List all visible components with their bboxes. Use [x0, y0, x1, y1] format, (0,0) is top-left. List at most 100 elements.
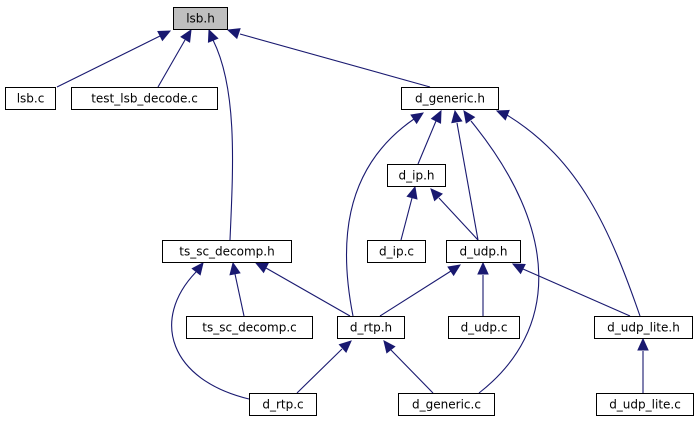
nodes-layer: lsb.h lsb.c test_lsb_decode.c d_generic.h d_…: [5, 7, 694, 416]
edge-d-rtp-c-to-d-rtp-h: [296, 340, 352, 394]
edge-line: [522, 268, 631, 317]
edge-line: [417, 120, 437, 165]
node-box[interactable]: [162, 240, 292, 263]
node-ts-sc-decomp-c[interactable]: ts_sc_decomp.c: [186, 316, 313, 339]
node-label: ts_sc_decomp.h: [179, 245, 274, 259]
edge-line: [234, 273, 245, 317]
node-d-rtp-h[interactable]: d_rtp.h: [337, 316, 405, 339]
node-label: d_rtp.c: [262, 398, 303, 412]
node-label: d_udp.h: [460, 245, 508, 259]
node-box[interactable]: [249, 393, 317, 416]
edge-ts-sc-decomp-h-to-lsb-h: [207, 28, 234, 241]
arrowhead: [511, 263, 526, 275]
edge-d-udp-lite-c-to-d-udp-lite-h: [637, 337, 649, 393]
arrowhead: [477, 261, 489, 275]
node-d-udp-lite-c[interactable]: d_udp_lite.c: [596, 393, 694, 416]
edge-d-udp-lite-h-to-d-udp-h: [511, 263, 631, 317]
node-box[interactable]: [398, 393, 495, 416]
node-label: d_udp_lite.h: [607, 321, 680, 335]
node-label: d_generic.c: [412, 398, 481, 412]
node-box[interactable]: [448, 316, 520, 339]
node-label: lsb.h: [186, 12, 215, 26]
arrowhead: [157, 30, 172, 42]
node-box[interactable]: [596, 393, 694, 416]
node-test-lsb-decode-c[interactable]: test_lsb_decode.c: [71, 87, 218, 110]
edge-d-rtp-c-to-ts-sc-decomp-h: [171, 262, 250, 400]
edge-line: [296, 348, 343, 394]
edge-line: [56, 35, 161, 88]
arrowhead: [191, 262, 204, 276]
node-label: d_generic.h: [415, 92, 485, 106]
edge-line: [400, 197, 413, 241]
arrowhead: [430, 109, 442, 124]
node-lsb-c[interactable]: lsb.c: [5, 87, 56, 110]
edge-d-generic-h-to-lsb-h: [226, 28, 431, 88]
node-box[interactable]: [401, 87, 499, 110]
edge-line: [157, 39, 186, 88]
node-label: d_ip.c: [379, 245, 414, 259]
arrowhead: [180, 28, 192, 43]
arrowhead: [637, 337, 649, 351]
node-label: lsb.c: [17, 92, 45, 106]
node-label: d_ip.h: [399, 169, 435, 183]
arrowhead: [207, 28, 219, 43]
node-d-ip-h[interactable]: d_ip.h: [387, 164, 446, 187]
node-label: d_rtp.h: [350, 321, 392, 335]
edge-line: [438, 197, 479, 241]
arrowhead: [226, 28, 241, 40]
node-label: test_lsb_decode.c: [91, 92, 198, 106]
node-box[interactable]: [446, 240, 521, 263]
edge-d-ip-c-to-d-ip-h: [400, 185, 418, 241]
edge-line: [345, 118, 415, 317]
edge-d-rtp-h-to-d-udp-h: [379, 264, 462, 317]
arrowhead: [430, 188, 443, 202]
edge-line: [212, 39, 234, 241]
node-d-ip-c[interactable]: d_ip.c: [367, 240, 426, 263]
arrowhead: [447, 264, 462, 277]
edge-d-generic-c-to-d-rtp-h: [383, 340, 434, 394]
edge-d-ip-h-to-d-generic-h: [417, 109, 442, 165]
node-box[interactable]: [71, 87, 218, 110]
node-d-udp-c[interactable]: d_udp.c: [448, 316, 520, 339]
node-lsb-h[interactable]: lsb.h: [173, 7, 228, 30]
edge-test-lsb-decode-c-to-lsb-h: [157, 28, 192, 88]
node-label: ts_sc_decomp.c: [202, 321, 296, 335]
node-box[interactable]: [367, 240, 426, 263]
edges-layer: [56, 28, 649, 400]
node-d-rtp-c[interactable]: d_rtp.c: [249, 393, 317, 416]
node-box[interactable]: [173, 7, 228, 30]
node-box[interactable]: [594, 316, 693, 339]
edge-line: [239, 33, 431, 88]
edge-ts-sc-decomp-c-to-ts-sc-decomp-h: [229, 261, 245, 317]
arrowhead: [338, 340, 352, 353]
node-label: d_udp_lite.c: [609, 398, 681, 412]
edge-d-udp-lite-h-to-d-generic-h: [495, 109, 641, 317]
node-label: d_udp.c: [461, 321, 508, 335]
node-d-udp-lite-h[interactable]: d_udp_lite.h: [594, 316, 693, 339]
node-box[interactable]: [387, 164, 446, 187]
arrowhead: [451, 109, 463, 124]
edge-d-udp-h-to-d-generic-h: [451, 109, 479, 241]
edge-d-generic-c-to-d-generic-h: [463, 110, 540, 394]
edge-lsb-c-to-lsb-h: [56, 30, 172, 88]
arrowhead: [406, 185, 418, 200]
arrowhead: [254, 262, 269, 274]
edge-line: [390, 349, 434, 394]
node-box[interactable]: [337, 316, 405, 339]
node-ts-sc-decomp-h[interactable]: ts_sc_decomp.h: [162, 240, 292, 263]
edge-d-rtp-h-to-ts-sc-decomp-h: [254, 262, 351, 317]
node-box[interactable]: [5, 87, 56, 110]
arrowhead: [383, 340, 396, 354]
arrowhead: [495, 109, 510, 121]
edge-d-udp-h-to-d-ip-h: [430, 188, 479, 241]
node-d-udp-h[interactable]: d_udp.h: [446, 240, 521, 263]
edge-line: [265, 267, 351, 317]
edge-line: [506, 114, 641, 317]
node-d-generic-c[interactable]: d_generic.c: [398, 393, 495, 416]
arrowhead: [410, 112, 425, 125]
node-d-generic-h[interactable]: d_generic.h: [401, 87, 499, 110]
arrowhead: [229, 261, 241, 276]
node-box[interactable]: [186, 316, 313, 339]
edge-line: [456, 122, 479, 241]
